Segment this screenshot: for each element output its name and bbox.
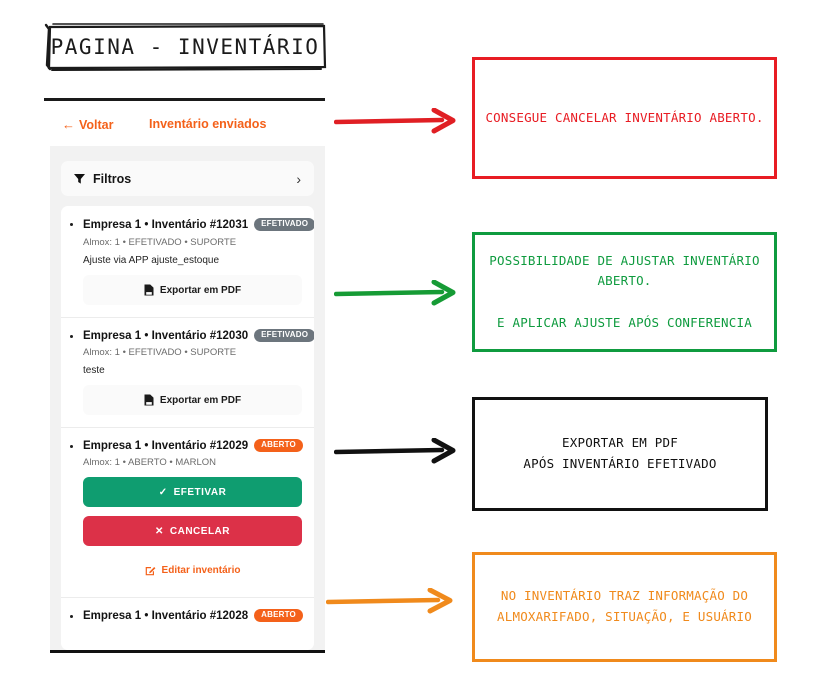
filters-bar[interactable]: Filtros › — [61, 161, 314, 196]
chevron-right-icon: › — [296, 170, 301, 187]
filters-label: Filtros — [93, 171, 132, 186]
back-link-label: Voltar — [79, 118, 114, 132]
list-bullet — [70, 223, 73, 226]
annotation-info-note: NO INVENTÁRIO TRAZ INFORMAÇÃO DO ALMOXAR… — [472, 552, 777, 662]
annotation-cancel-note: CONSEGUE CANCELAR INVENTÁRIO ABERTO. — [472, 57, 777, 179]
inventory-note: teste — [83, 365, 105, 376]
button-label: Exportar em PDF — [159, 284, 242, 296]
inventory-list-item[interactable]: Empresa 1 • Inventário #12030 EFETIVADO Al… — [61, 318, 314, 428]
inventory-list-item[interactable]: Empresa 1 • Inventário #12031 EFETIVADO Al… — [61, 206, 314, 318]
sketch-border — [44, 23, 327, 71]
annotation-export-note: EXPORTAR EM PDF APÓS INVENTÁRIO EFETIVAD… — [472, 397, 768, 511]
inventory-meta: Almox: 1 • EFETIVADO • SUPORTE — [83, 347, 237, 358]
list-bullet — [70, 445, 73, 448]
inventory-title: Empresa 1 • Inventário #12029 — [83, 439, 249, 452]
status-badge: EFETIVADO — [254, 329, 314, 342]
button-label: Exportar em PDF — [159, 394, 242, 406]
sent-inventories-link[interactable]: Inventário enviados — [149, 117, 267, 131]
editar-button[interactable]: Editar inventário — [83, 555, 302, 585]
annotation-adjust-note: POSSIBILIDADE DE AJUSTAR INVENTÁRIO ABER… — [472, 232, 777, 352]
pdf-button[interactable]: Exportar em PDF — [83, 385, 302, 415]
pdf-icon — [144, 394, 154, 406]
pdf-button[interactable]: Exportar em PDF — [83, 275, 302, 305]
arrow-red — [334, 108, 456, 134]
arrow-black — [334, 438, 456, 464]
pencil-icon — [145, 566, 155, 575]
arrow-green — [334, 280, 456, 306]
inventory-title: Empresa 1 • Inventário #12028 — [83, 609, 249, 622]
list-bullet — [70, 335, 73, 338]
close-icon: ✕ — [155, 525, 164, 537]
status-badge: ABERTO — [254, 609, 303, 622]
pdf-icon — [144, 284, 154, 296]
funnel-icon — [74, 173, 85, 184]
inventory-title-row: Empresa 1 • Inventário #12029 ABERTO — [83, 439, 303, 452]
button-label: Editar inventário — [161, 564, 241, 576]
button-label: CANCELAR — [169, 525, 230, 537]
list-bullet — [70, 615, 73, 618]
inventory-title-row: Empresa 1 • Inventário #12030 EFETIVADO — [83, 329, 314, 342]
check-icon: ✓ — [158, 486, 168, 498]
inventory-title-row: Empresa 1 • Inventário #12031 EFETIVADO — [83, 217, 314, 232]
cancelar-button[interactable]: ✕ CANCELAR — [83, 516, 302, 546]
header-divider — [44, 98, 325, 101]
status-badge: ABERTO — [254, 439, 303, 452]
inventory-title: Empresa 1 • Inventário #12031 — [83, 218, 249, 231]
nav-row: ← Voltar Inventário enviados — [44, 113, 326, 139]
inventory-title: Empresa 1 • Inventário #12030 — [83, 329, 249, 342]
page-title-box: PAGINA - INVENTÁRIO — [43, 23, 327, 71]
inventory-meta: Almox: 1 • ABERTO • MARLON — [83, 457, 217, 468]
inventory-note: Ajuste via APP ajuste_estoque — [83, 255, 220, 266]
arrow-orange — [326, 588, 453, 614]
button-label: EFETIVAR — [173, 486, 227, 498]
inventory-list-item[interactable]: Empresa 1 • Inventário #12028 ABERTO — [61, 598, 314, 634]
inventory-title-row: Empresa 1 • Inventário #12028 ABERTO — [83, 609, 303, 622]
status-badge: EFETIVADO — [254, 218, 314, 231]
inventory-meta: Almox: 1 • EFETIVADO • SUPORTE — [83, 237, 237, 248]
page-title: PAGINA - INVENTÁRIO — [50, 35, 320, 59]
efetivar-button[interactable]: ✓ EFETIVAR — [83, 477, 302, 507]
back-arrow-icon: ← — [62, 117, 75, 132]
inventory-list-item[interactable]: Empresa 1 • Inventário #12029 ABERTO Almox… — [61, 428, 314, 598]
back-link[interactable]: ← Voltar — [62, 117, 114, 132]
